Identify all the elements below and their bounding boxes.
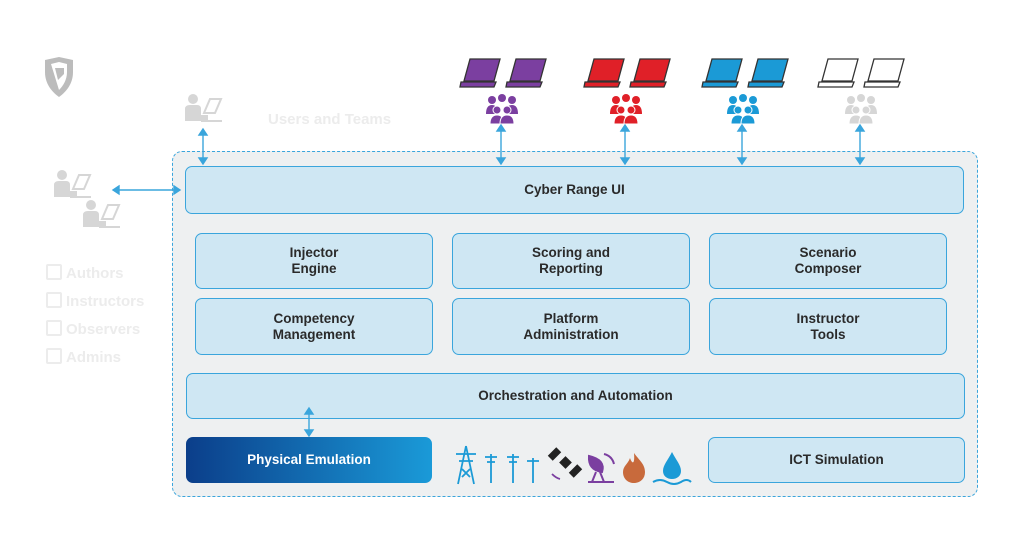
group-icon bbox=[486, 94, 518, 125]
utility-pole-icon bbox=[507, 454, 519, 483]
user-at-laptop-icon bbox=[83, 200, 121, 228]
laptop-icon bbox=[459, 58, 501, 88]
laptop-icon bbox=[817, 58, 859, 88]
laptop-icon bbox=[505, 58, 547, 88]
water-drop-icon bbox=[652, 452, 692, 485]
physical-emulation-box: Physical Emulation bbox=[186, 437, 432, 483]
utility-pole-icon bbox=[527, 458, 539, 483]
user-at-laptop-icon bbox=[185, 94, 223, 122]
competency-management-box: Competency Management bbox=[195, 298, 433, 355]
laptop-icon bbox=[863, 58, 905, 88]
utility-pole-icon bbox=[485, 454, 497, 483]
laptop-icon bbox=[701, 58, 743, 88]
laptop-icon bbox=[629, 58, 671, 88]
platform-administration-box: Platform Administration bbox=[452, 298, 690, 355]
user-at-laptop-icon bbox=[54, 170, 92, 198]
instructor-tools-box: Instructor Tools bbox=[709, 298, 947, 355]
laptop-icon bbox=[583, 58, 625, 88]
orchestration-box: Orchestration and Automation bbox=[186, 373, 965, 419]
injector-engine-box: Injector Engine bbox=[195, 233, 433, 289]
group-icon bbox=[845, 94, 877, 125]
users-and-teams-label: Users and Teams bbox=[268, 111, 392, 128]
scoring-reporting-box: Scoring and Reporting bbox=[452, 233, 690, 289]
satellite-dish-icon bbox=[587, 453, 615, 483]
cyber-range-ui-box: Cyber Range UI bbox=[185, 166, 964, 214]
fire-icon bbox=[623, 453, 645, 483]
group-icon bbox=[727, 94, 759, 125]
audience-item-admins: Admins bbox=[46, 348, 121, 366]
laptop-icon bbox=[747, 58, 789, 88]
power-tower-icon bbox=[456, 445, 476, 485]
shield-logo-icon bbox=[45, 57, 73, 97]
group-icon bbox=[610, 94, 642, 125]
audience-item-authors: Authors bbox=[46, 264, 124, 282]
audience-item-observers: Observers bbox=[46, 320, 140, 338]
satellite-icon bbox=[547, 447, 583, 480]
scenario-composer-box: Scenario Composer bbox=[709, 233, 947, 289]
ict-simulation-box: ICT Simulation bbox=[708, 437, 965, 483]
audience-item-instructors: Instructors bbox=[46, 292, 144, 310]
